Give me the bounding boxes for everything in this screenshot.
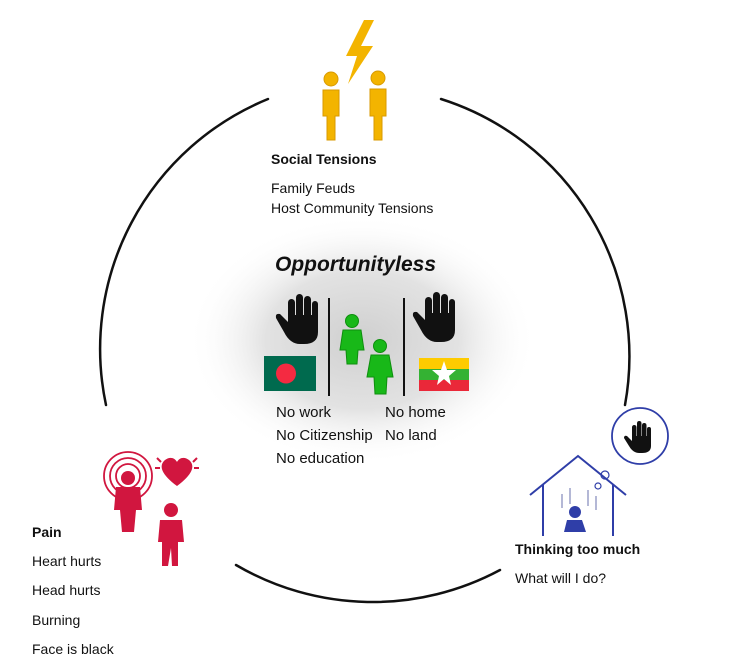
people-icon xyxy=(322,70,387,141)
myanmar-flag-icon xyxy=(419,358,469,391)
pain-item-burning: Burning xyxy=(32,612,81,628)
circle-arc-bottom xyxy=(234,563,502,604)
pain-item-face-is-black: Face is black xyxy=(32,641,114,657)
worried-person-icon xyxy=(564,506,586,532)
worry-lines xyxy=(561,488,597,510)
circle-arc-right xyxy=(439,97,631,407)
pain-item-head-hurts: Head hurts xyxy=(32,582,101,598)
pain-item-heart-hurts: Heart hurts xyxy=(32,553,102,569)
outer-circle xyxy=(98,97,631,604)
heart-icon xyxy=(155,457,199,486)
center-title: Opportunityless xyxy=(275,253,437,276)
social-tensions-item-family-feuds: Family Feuds xyxy=(271,180,356,196)
lightning-icon xyxy=(346,20,374,84)
center-right-item-no-land: No land xyxy=(385,427,437,444)
center-left-item-no-education: No education xyxy=(276,450,365,467)
center-left-item-no-work: No work xyxy=(276,404,332,421)
bangladesh-flag-icon xyxy=(264,356,316,391)
center-left-item-no-citizenship: No Citizenship xyxy=(276,427,373,444)
thought-bubble-icon xyxy=(594,407,669,490)
center-right-item-no-home: No home xyxy=(385,404,446,421)
social-tensions-item-host-community: Host Community Tensions xyxy=(271,200,434,216)
sitting-person-icon xyxy=(158,503,184,566)
raised-hand-icon xyxy=(275,294,318,344)
thinking-heading: Thinking too much xyxy=(515,541,641,557)
hurting-person-icon xyxy=(103,451,153,532)
house-icon xyxy=(529,454,627,536)
raised-hand-icon xyxy=(412,292,455,342)
circle-arc-left xyxy=(98,97,270,407)
family-icon xyxy=(339,314,394,395)
thinking-item-what-will-i-do: What will I do? xyxy=(515,570,607,586)
pain-heading: Pain xyxy=(32,524,62,540)
social-tensions-heading: Social Tensions xyxy=(271,151,377,167)
